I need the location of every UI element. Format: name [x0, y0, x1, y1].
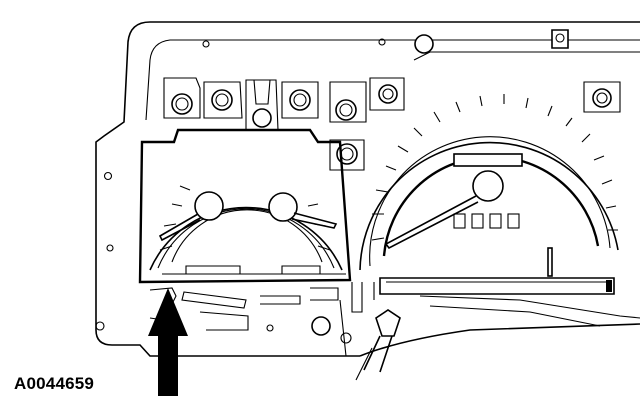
frame-hole — [202, 40, 210, 48]
frame-hole — [103, 171, 113, 181]
top-clip-hole — [555, 33, 565, 43]
frame-hole — [378, 38, 386, 46]
cluster-housing-outline — [95, 21, 640, 357]
cluster-housing-inner — [145, 39, 640, 121]
up-arrow — [148, 288, 188, 396]
speedometer-gauge — [359, 94, 619, 295]
top-clip — [551, 29, 569, 49]
frame-hole — [95, 321, 105, 331]
lower-components — [149, 282, 640, 381]
left-gauge-cluster — [138, 128, 352, 284]
frame-hole — [106, 244, 114, 252]
frame-hole — [266, 324, 274, 332]
cluster-inner-ledge — [413, 51, 640, 61]
mounting-boss — [414, 34, 434, 54]
figure-id-label: A0044659 — [14, 374, 95, 393]
bulb-socket-row — [163, 77, 621, 171]
